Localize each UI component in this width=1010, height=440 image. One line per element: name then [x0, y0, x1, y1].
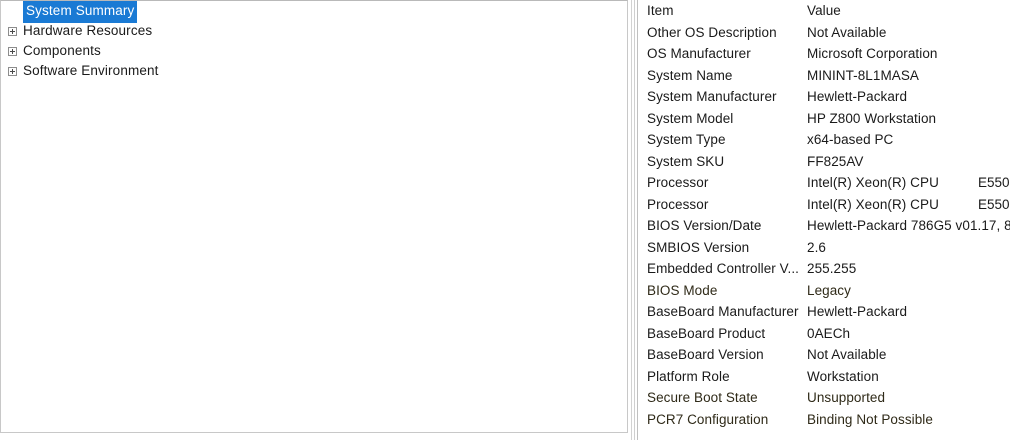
table-row[interactable]: BaseBoard Product 0AECh	[640, 323, 1010, 345]
row-item-label: BIOS Mode	[647, 282, 718, 298]
row-item-label: System Type	[647, 132, 726, 147]
table-row[interactable]: Platform Role Workstation	[640, 366, 1010, 388]
sidebar-item-components[interactable]: Components	[1, 41, 627, 61]
row-item-label: System Name	[647, 67, 733, 83]
table-row[interactable]: BaseBoard Version Not Available	[640, 344, 1010, 366]
row-item-label: Other OS Description	[647, 24, 777, 40]
tree-item-label: Software Environment	[23, 63, 159, 78]
row-item-label: Processor	[647, 175, 709, 190]
detail-panel-left-border	[637, 0, 638, 440]
tree-item-label: Hardware Resources	[23, 23, 153, 38]
row-item-label: Processor	[647, 196, 709, 212]
table-row[interactable]: System Model HP Z800 Workstation	[640, 108, 1010, 130]
table-row[interactable]: OS Manufacturer Microsoft Corporation	[640, 43, 1010, 65]
row-item-label: PCR7 Configuration	[647, 411, 769, 427]
row-value-label: Unsupported	[807, 390, 886, 405]
row-value-label: Not Available	[807, 24, 887, 40]
table-row[interactable]: BaseBoard Manufacturer Hewlett-Packard	[640, 301, 1010, 323]
row-item-label: SMBIOS Version	[647, 239, 750, 255]
column-header-item[interactable]: Item	[647, 3, 674, 18]
row-value-label: Microsoft Corporation	[807, 46, 938, 61]
expand-plus-icon[interactable]	[8, 66, 17, 76]
table-row[interactable]: Secure Boot State Unsupported	[640, 387, 1010, 409]
table-row[interactable]: System Type x64-based PC	[640, 129, 1010, 151]
row-value-label: MININT-8L1MASA	[807, 67, 919, 83]
row-value-label: Binding Not Possible	[807, 411, 933, 427]
expand-plus-icon[interactable]	[8, 26, 17, 36]
row-item-label: System Manufacturer	[647, 89, 777, 104]
table-row[interactable]: Processor Intel(R) Xeon(R) CPU E5506	[640, 172, 1010, 194]
table-row[interactable]: BIOS Version/Date Hewlett-Packard 786G5 v…	[640, 215, 1010, 237]
row-item-label: Secure Boot State	[647, 390, 758, 405]
row-value-label: Legacy	[807, 282, 851, 298]
detail-header-row: Item Value	[640, 0, 1010, 22]
table-row[interactable]: SMBIOS Version 2.6	[640, 237, 1010, 259]
row-value-continuation: E5506	[978, 175, 1010, 190]
table-row[interactable]: System SKU FF825AV	[640, 151, 1010, 173]
panel-splitter[interactable]	[629, 0, 637, 440]
table-row[interactable]: BIOS Mode Legacy	[640, 280, 1010, 302]
table-row[interactable]: System Name MININT-8L1MASA	[640, 65, 1010, 87]
row-value-label: Intel(R) Xeon(R) CPU	[807, 175, 939, 190]
row-value-continuation: E5506	[978, 196, 1010, 212]
row-value-label: Hewlett-Packard	[807, 304, 908, 319]
row-item-label: OS Manufacturer	[647, 46, 751, 61]
expand-plus-icon[interactable]	[8, 46, 17, 56]
tree-item-label: Components	[23, 43, 101, 58]
row-value-label: Intel(R) Xeon(R) CPU	[807, 196, 939, 212]
splitter-line-left	[631, 0, 632, 440]
row-value-label: 2.6	[807, 239, 826, 255]
row-value-label: 0AECh	[807, 325, 851, 341]
table-row[interactable]: Processor Intel(R) Xeon(R) CPU E5506	[640, 194, 1010, 216]
row-item-label: Platform Role	[647, 368, 730, 384]
row-value-label: FF825AV	[807, 153, 864, 169]
row-value-label: Not Available	[807, 347, 887, 362]
row-item-label: BIOS Version/Date	[647, 218, 762, 233]
row-value-label: Workstation	[807, 368, 879, 384]
row-value-label: Hewlett-Packard 786G5 v01.17, 8/	[807, 218, 1010, 233]
table-row[interactable]: Other OS Description Not Available	[640, 22, 1010, 44]
row-item-label: BaseBoard Product	[647, 325, 766, 341]
splitter-line-right	[634, 0, 635, 440]
table-row[interactable]: PCR7 Configuration Binding Not Possible	[640, 409, 1010, 431]
tree-item-label: System Summary	[23, 1, 138, 23]
column-header-value[interactable]: Value	[807, 3, 841, 18]
sidebar-item-hardware-resources[interactable]: Hardware Resources	[1, 21, 627, 41]
sidebar-item-software-environment[interactable]: Software Environment	[1, 61, 627, 81]
table-row[interactable]: System Manufacturer Hewlett-Packard	[640, 86, 1010, 108]
row-value-label: HP Z800 Workstation	[807, 110, 937, 126]
row-item-label: BaseBoard Version	[647, 347, 764, 362]
sidebar-item-system-summary[interactable]: System Summary	[1, 1, 627, 23]
row-item-label: Embedded Controller V...	[647, 261, 799, 276]
row-value-label: Hewlett-Packard	[807, 89, 908, 104]
row-value-label: x64-based PC	[807, 132, 894, 147]
row-item-label: BaseBoard Manufacturer	[647, 304, 799, 319]
table-row[interactable]: Embedded Controller V... 255.255	[640, 258, 1010, 280]
row-item-label: System Model	[647, 110, 734, 126]
row-value-label: 255.255	[807, 261, 857, 276]
row-item-label: System SKU	[647, 153, 725, 169]
